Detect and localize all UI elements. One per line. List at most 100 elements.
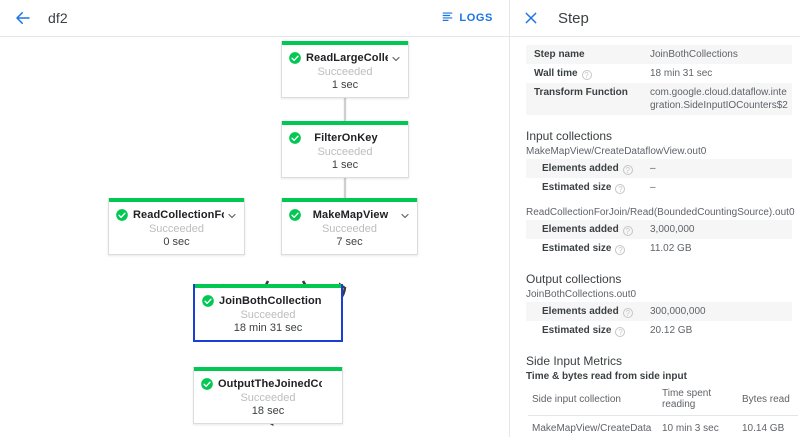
- node-status-label: Succeeded: [317, 66, 373, 78]
- step-details-panel: Step Step name JoinBothCollections Wall …: [509, 0, 800, 437]
- node-title: FilterOnKey: [314, 131, 378, 144]
- list-icon: [441, 10, 454, 26]
- node-status-label: Succeeded: [240, 392, 296, 404]
- cell-collection: MakeMapView/CreateDataflowView.out0: [532, 423, 652, 434]
- graph-node-make-map-view[interactable]: MakeMapView Succeeded 7 sec: [281, 198, 418, 255]
- cell-bytes: 10.14 GB: [742, 423, 785, 434]
- cell-time: 10 min 3 sec: [662, 423, 719, 434]
- pipeline-graph-canvas[interactable]: ReadLargeCollectionFr... Succeeded 1 sec…: [0, 37, 509, 437]
- section-spacer: [510, 197, 800, 207]
- step-panel-header: Step: [510, 0, 800, 37]
- input-collection-name: MakeMapView/CreateDataflowView.out0: [526, 146, 707, 157]
- row-value: com.google.cloud.dataflow.integration.Si…: [650, 87, 788, 111]
- node-header: JoinBothCollections: [195, 288, 341, 308]
- node-status-label: Succeeded: [321, 223, 378, 235]
- node-elapsed-time: 0 sec: [163, 236, 190, 248]
- input-collection-table: Elements added? 3,000,000 Estimated size…: [526, 220, 792, 258]
- page-title: df2: [48, 10, 68, 26]
- help-icon[interactable]: ?: [615, 327, 626, 337]
- node-header: FilterOnKey: [282, 125, 408, 145]
- node-title: MakeMapView: [312, 208, 389, 221]
- help-icon[interactable]: ?: [622, 165, 633, 175]
- table-row: Wall time? 18 min 31 sec: [526, 64, 792, 83]
- table-row: Elements added? –: [526, 159, 792, 178]
- logs-button-label: LOGS: [459, 12, 493, 24]
- step-summary-table: Step name JoinBothCollections Wall time?…: [526, 45, 792, 115]
- help-icon[interactable]: ?: [622, 308, 633, 318]
- step-panel-body[interactable]: Step name JoinBothCollections Wall time?…: [510, 37, 800, 436]
- column-header-time: Time spent reading: [658, 385, 738, 416]
- logs-button[interactable]: LOGS: [439, 6, 495, 30]
- row-value: 18 min 31 sec: [650, 68, 713, 79]
- chevron-down-icon[interactable]: [226, 209, 238, 221]
- graph-node-join-both-collections[interactable]: JoinBothCollections Succeeded 18 min 31 …: [193, 284, 343, 342]
- row-value: JoinBothCollections: [650, 49, 738, 60]
- table-header-row: Side input collection Time spent reading…: [528, 385, 798, 416]
- node-status-label: Succeeded: [148, 223, 205, 235]
- node-header: MakeMapView: [282, 202, 417, 222]
- graph-node-read-collection-for-join[interactable]: ReadCollectionForJoin Succeeded 0 sec: [108, 198, 245, 255]
- node-header: ReadCollectionForJoin: [109, 202, 244, 222]
- row-label: Elements added: [542, 306, 619, 317]
- table-row: Transform Function com.google.cloud.data…: [526, 83, 792, 115]
- row-label: Estimated size: [542, 243, 612, 254]
- chevron-down-icon[interactable]: [390, 52, 402, 64]
- row-label: Estimated size: [542, 182, 612, 193]
- side-input-metrics-table: Side input collection Time spent reading…: [528, 385, 798, 436]
- check-circle-icon: [201, 294, 215, 308]
- graph-node-filter-on-key[interactable]: FilterOnKey Succeeded 1 sec: [281, 121, 409, 178]
- node-elapsed-time: 1 sec: [331, 159, 359, 171]
- check-circle-icon: [288, 131, 302, 145]
- check-circle-icon: [115, 208, 129, 222]
- node-elapsed-time: 18 min 31 sec: [233, 322, 303, 334]
- node-elapsed-time: 1 sec: [331, 79, 359, 91]
- row-value: 300,000,000: [650, 306, 706, 317]
- row-value: 3,000,000: [650, 224, 695, 235]
- top-app-bar: df2 LOGS: [0, 0, 509, 37]
- row-label: Transform Function: [534, 87, 628, 98]
- step-panel-title: Step: [558, 9, 589, 27]
- output-collections-heading: Output collections: [526, 272, 622, 286]
- help-icon[interactable]: ?: [622, 226, 633, 236]
- input-collection-name: ReadCollectionForJoin/Read(BoundedCounti…: [526, 207, 795, 218]
- check-circle-icon: [288, 208, 302, 222]
- help-icon[interactable]: ?: [615, 184, 626, 194]
- node-elapsed-time: 18 sec: [251, 405, 285, 417]
- table-row: Step name JoinBothCollections: [526, 45, 792, 64]
- row-label: Elements added: [542, 224, 619, 235]
- output-collection-table: Elements added? 300,000,000 Estimated si…: [526, 302, 792, 340]
- node-status-bar: [282, 198, 417, 202]
- input-collection-table: Elements added? – Estimated size? –: [526, 159, 792, 197]
- table-row: Estimated size? 11.02 GB: [526, 239, 792, 258]
- graph-node-read-large-collection[interactable]: ReadLargeCollectionFr... Succeeded 1 sec: [281, 41, 409, 98]
- row-label: Step name: [534, 49, 585, 60]
- node-status-label: Succeeded: [317, 146, 373, 158]
- node-status-bar: [194, 367, 342, 371]
- node-header: ReadLargeCollectionFr...: [282, 45, 408, 65]
- side-input-metrics-subheading: Time & bytes read from side input: [526, 371, 687, 382]
- node-elapsed-time: 7 sec: [336, 236, 363, 248]
- node-title: ReadCollectionForJoin: [133, 208, 224, 221]
- table-row: Estimated size? –: [526, 178, 792, 197]
- graph-node-output-the-joined-collection[interactable]: OutputTheJoinedCollec... Succeeded 18 se…: [193, 367, 343, 424]
- table-row: Estimated size? 20.12 GB: [526, 321, 792, 340]
- row-label: Elements added: [542, 163, 619, 174]
- row-value: 11.02 GB: [650, 243, 692, 254]
- node-status-bar: [282, 41, 408, 45]
- node-status-label: Succeeded: [240, 309, 296, 321]
- chevron-down-icon[interactable]: [399, 209, 411, 221]
- column-header-collection: Side input collection: [528, 385, 658, 416]
- help-icon[interactable]: ?: [615, 245, 626, 255]
- input-collections-heading: Input collections: [526, 129, 613, 143]
- close-icon[interactable]: [522, 9, 540, 27]
- help-icon[interactable]: ?: [581, 70, 592, 80]
- pipeline-graph-pane: df2 LOGS: [0, 0, 509, 437]
- check-circle-icon: [288, 51, 302, 65]
- node-header: OutputTheJoinedCollec...: [194, 371, 342, 391]
- table-row: Elements added? 300,000,000: [526, 302, 792, 321]
- row-label: Wall time: [534, 68, 578, 79]
- arrow-left-icon[interactable]: [12, 7, 34, 29]
- table-row: Elements added? 3,000,000: [526, 220, 792, 239]
- check-circle-icon: [200, 377, 214, 391]
